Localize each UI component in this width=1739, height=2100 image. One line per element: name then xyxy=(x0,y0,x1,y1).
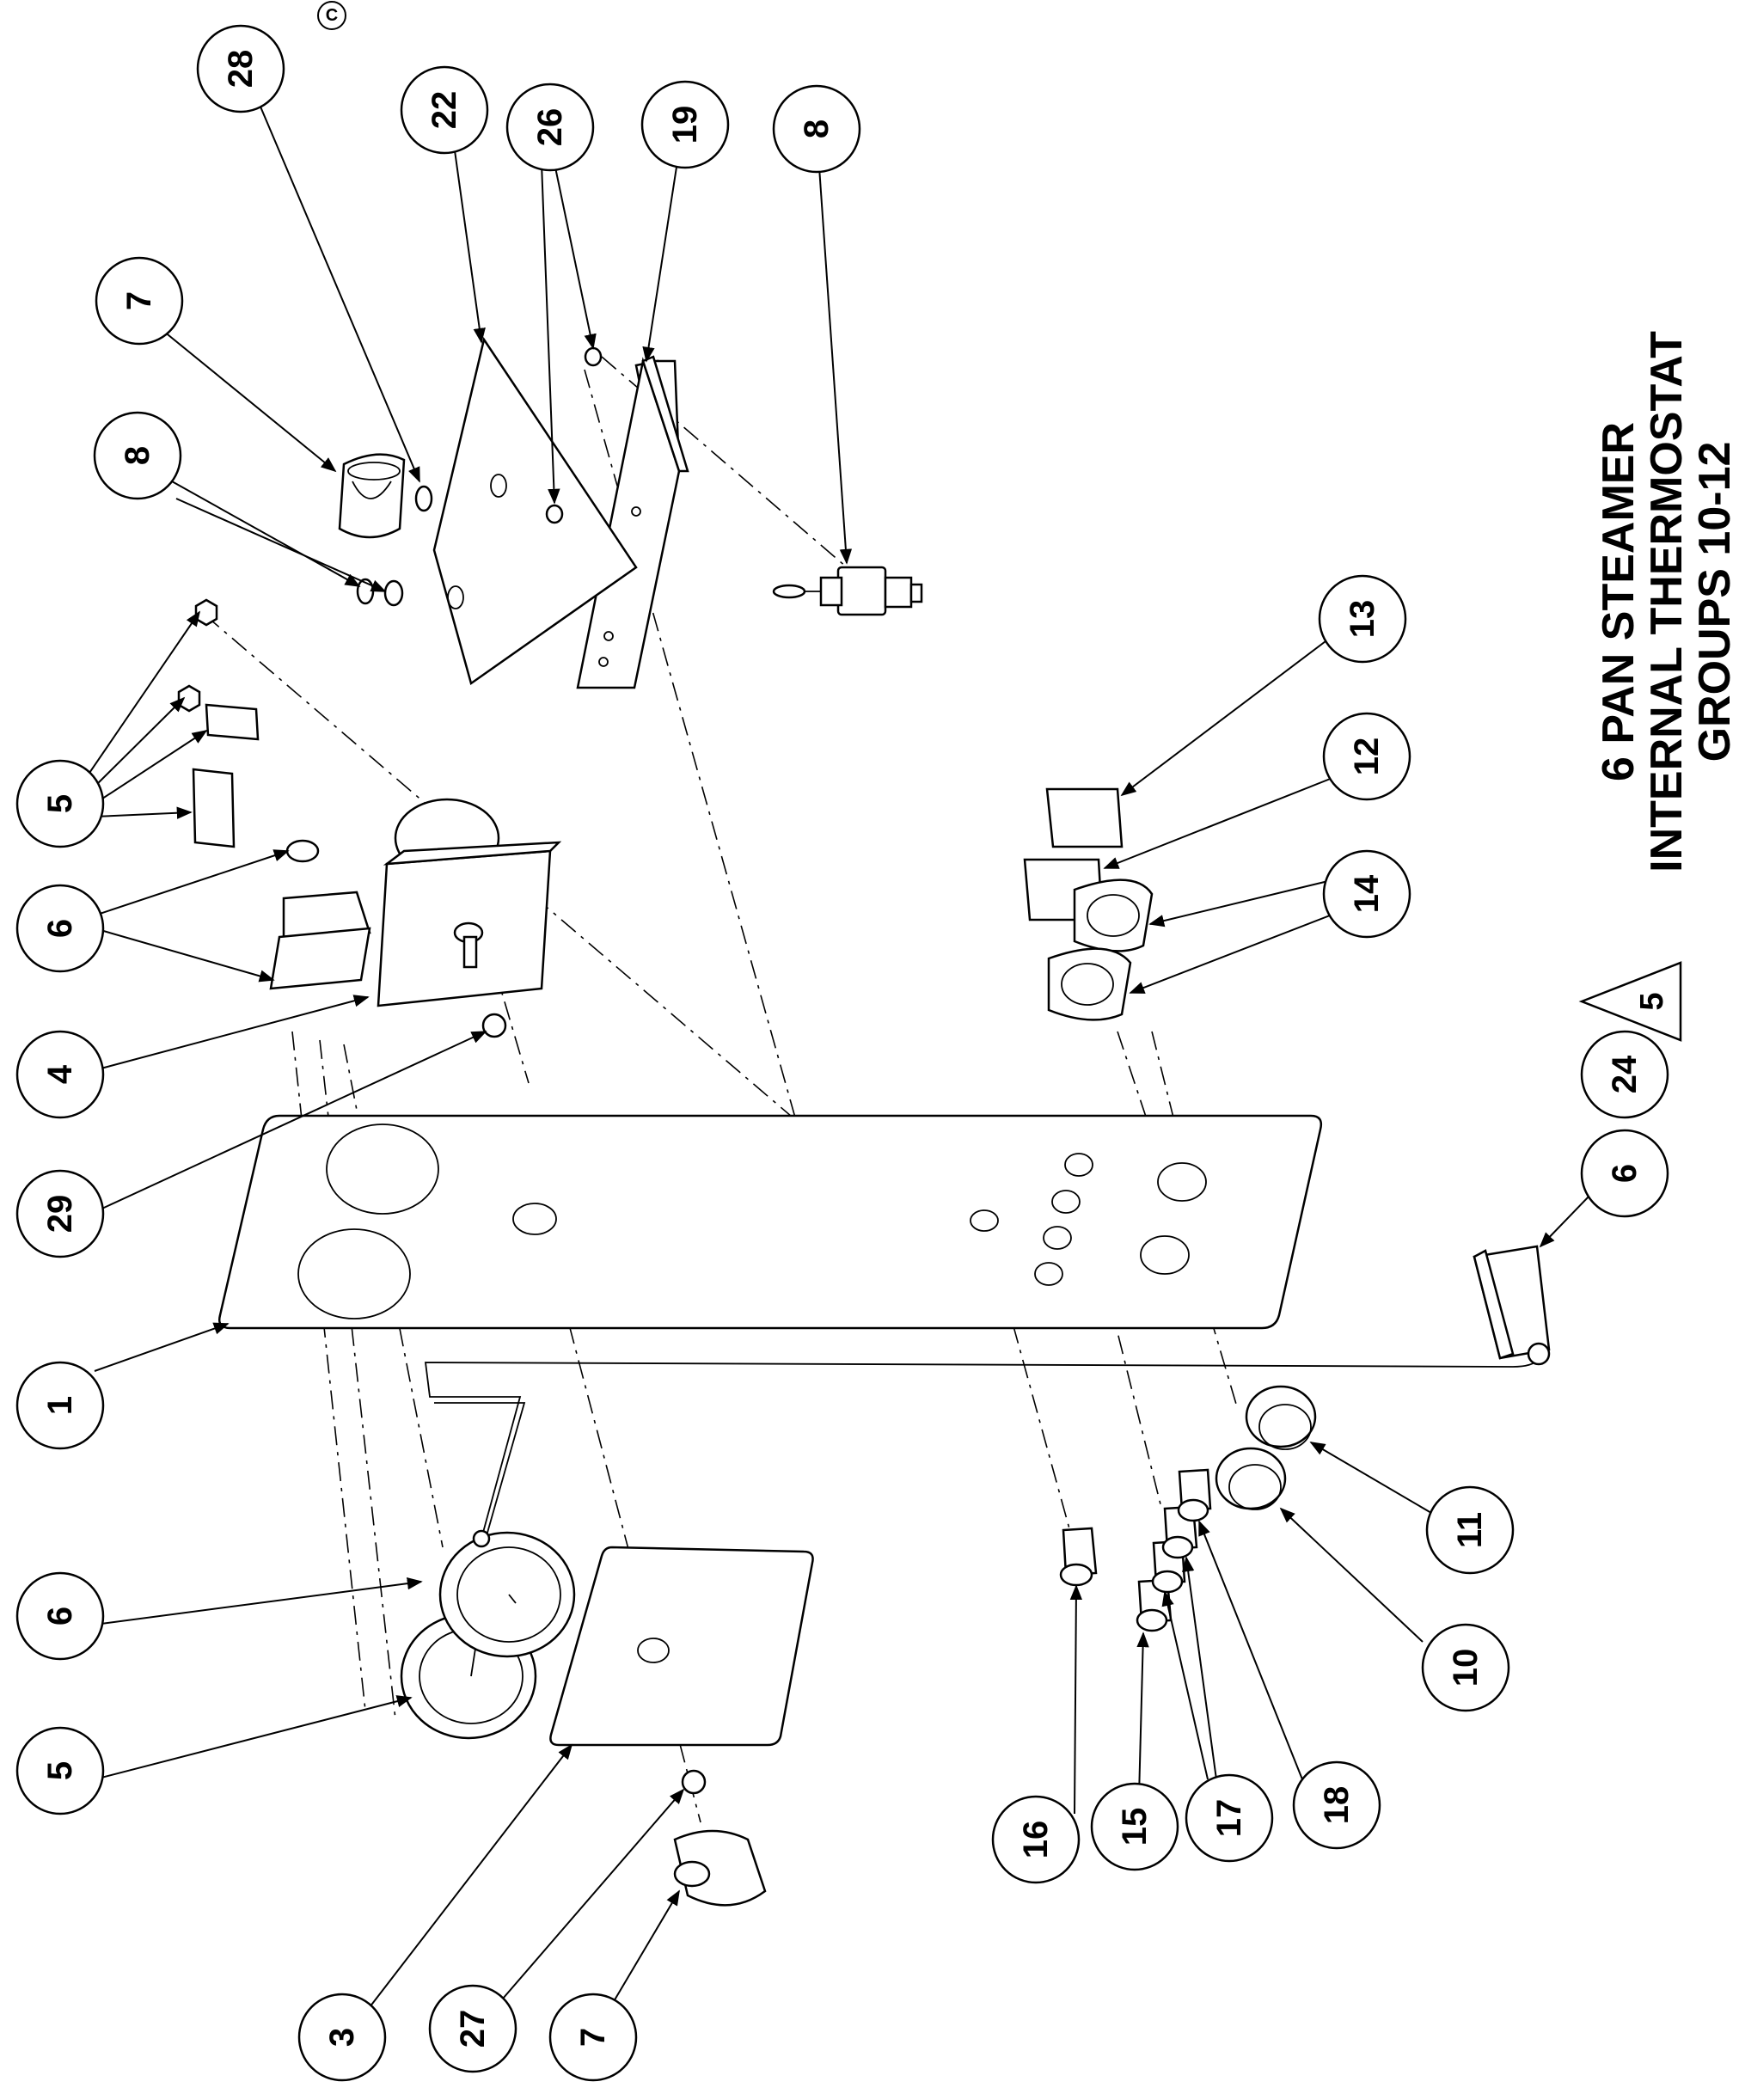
callout-26: 26 xyxy=(505,83,595,172)
callout-4: 4 xyxy=(15,1030,105,1119)
title-block: 6 PAN STEAMER INTERNAL THERMOSTAT GROUPS… xyxy=(1594,331,1739,872)
callout-10: 10 xyxy=(1421,1623,1510,1712)
callout-28: 28 xyxy=(196,24,285,113)
corner-mark: C xyxy=(317,1,346,30)
callout-13: 13 xyxy=(1318,574,1407,664)
callout-16-label: 16 xyxy=(1017,1821,1055,1859)
callout-16: 16 xyxy=(991,1795,1081,1884)
callout-7-top: 7 xyxy=(95,256,184,346)
callout-7-low-label: 7 xyxy=(574,2028,612,2047)
callout-10-label: 10 xyxy=(1447,1649,1485,1687)
timer xyxy=(269,798,562,1038)
title-line-3: GROUPS 10-12 xyxy=(1690,442,1739,762)
callout-8-mid-label: 8 xyxy=(119,446,156,465)
callout-19: 19 xyxy=(640,80,730,169)
callout-12-label: 12 xyxy=(1348,738,1386,776)
mounting-plate xyxy=(432,336,638,686)
leader-lines xyxy=(85,94,1591,2008)
callout-4-label: 4 xyxy=(41,1064,79,1084)
revision-triangle: 5 xyxy=(1578,961,1682,1042)
callout-12: 12 xyxy=(1322,712,1411,801)
callout-1: 1 xyxy=(15,1361,105,1450)
rocker-switches xyxy=(1023,787,1154,1021)
callout-22: 22 xyxy=(400,65,489,155)
callout-6-right-label: 6 xyxy=(1606,1164,1644,1183)
callout-11-label: 11 xyxy=(1451,1512,1489,1548)
pilot-lights xyxy=(1059,1385,1317,1632)
callout-6-right: 6 xyxy=(1580,1129,1669,1218)
callout-18: 18 xyxy=(1292,1760,1381,1850)
title-line-1: 6 PAN STEAMER xyxy=(1594,422,1644,781)
callout-5-low-label: 5 xyxy=(41,1761,79,1780)
capillary-bulb xyxy=(424,1349,1540,1540)
callout-19-label: 19 xyxy=(666,106,704,144)
callout-22-label: 22 xyxy=(426,91,463,130)
callout-5-left: 5 xyxy=(15,759,105,848)
callout-18-label: 18 xyxy=(1318,1786,1356,1825)
thermometer-gauges xyxy=(400,1529,576,1740)
callout-15-label: 15 xyxy=(1116,1808,1154,1846)
title-line-2: INTERNAL THERMOSTAT xyxy=(1642,331,1692,872)
callout-8-top: 8 xyxy=(772,84,861,174)
callout-3: 3 xyxy=(297,1993,387,2082)
callout-11: 11 xyxy=(1425,1485,1515,1575)
callout-15: 15 xyxy=(1090,1782,1179,1871)
callout-8-top-label: 8 xyxy=(798,119,836,138)
dial-plate xyxy=(549,1546,814,1747)
callout-1-label: 1 xyxy=(41,1396,79,1415)
callout-7-low: 7 xyxy=(548,1993,638,2082)
callout-14: 14 xyxy=(1322,849,1411,939)
callout-6-low: 6 xyxy=(15,1571,105,1661)
callout-29: 29 xyxy=(15,1169,105,1258)
callout-5-left-label: 5 xyxy=(41,794,79,813)
callout-balloons: 28 22 26 19 8 7 8 5 6 4 29 1 6 5 3 xyxy=(15,24,1669,2082)
callout-17: 17 xyxy=(1185,1773,1274,1863)
corner-mark-label: C xyxy=(326,6,338,25)
callout-14-label: 14 xyxy=(1348,874,1386,913)
callout-27: 27 xyxy=(428,1984,517,2073)
callout-27-label: 27 xyxy=(454,2010,492,2048)
callout-8-mid: 8 xyxy=(93,411,182,500)
sensor-bracket xyxy=(1473,1245,1551,1366)
switch-bracket xyxy=(576,355,689,689)
callout-28-label: 28 xyxy=(222,50,260,89)
spring-clips xyxy=(192,703,320,863)
callout-7-top-label: 7 xyxy=(120,291,158,310)
callout-24-label: 24 xyxy=(1606,1055,1644,1093)
callout-29-label: 29 xyxy=(41,1195,79,1234)
callout-6-left-label: 6 xyxy=(41,919,79,938)
callout-13-label: 13 xyxy=(1344,600,1381,639)
callout-24: 24 xyxy=(1580,1030,1669,1119)
knob-top xyxy=(338,453,406,539)
control-panel xyxy=(218,1114,1323,1330)
callout-5-low: 5 xyxy=(15,1726,105,1815)
callout-6-left: 6 xyxy=(15,884,105,973)
callout-3-label: 3 xyxy=(323,2028,361,2047)
toggle-switch xyxy=(772,566,923,616)
knob-bottom xyxy=(673,1769,767,1907)
callout-26-label: 26 xyxy=(531,108,569,147)
revision-triangle-label: 5 xyxy=(1634,992,1670,1010)
callout-6-low-label: 6 xyxy=(41,1607,79,1626)
callout-17-label: 17 xyxy=(1210,1799,1248,1838)
